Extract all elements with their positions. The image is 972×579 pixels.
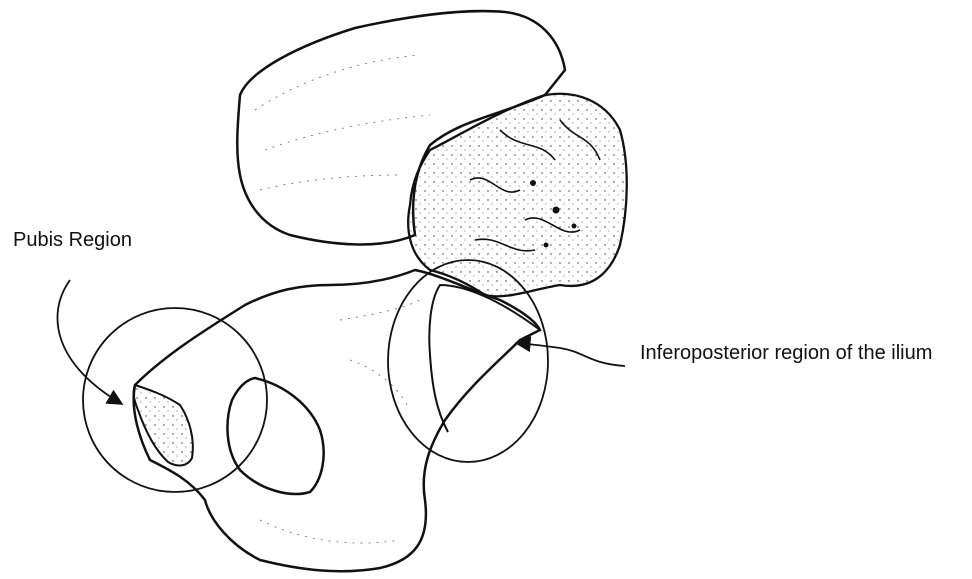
pubis-arrow xyxy=(57,280,122,404)
auricular-pit xyxy=(572,224,577,229)
auricular-pit xyxy=(530,180,536,186)
ilium-arrow xyxy=(516,343,625,366)
pubis-region-label: Pubis Region xyxy=(13,229,132,252)
hip-bone-body xyxy=(134,270,540,571)
ilium-region-label: Inferoposterior region of the ilium xyxy=(640,342,970,365)
auricular-pit xyxy=(553,207,560,214)
auricular-pit xyxy=(544,243,549,248)
